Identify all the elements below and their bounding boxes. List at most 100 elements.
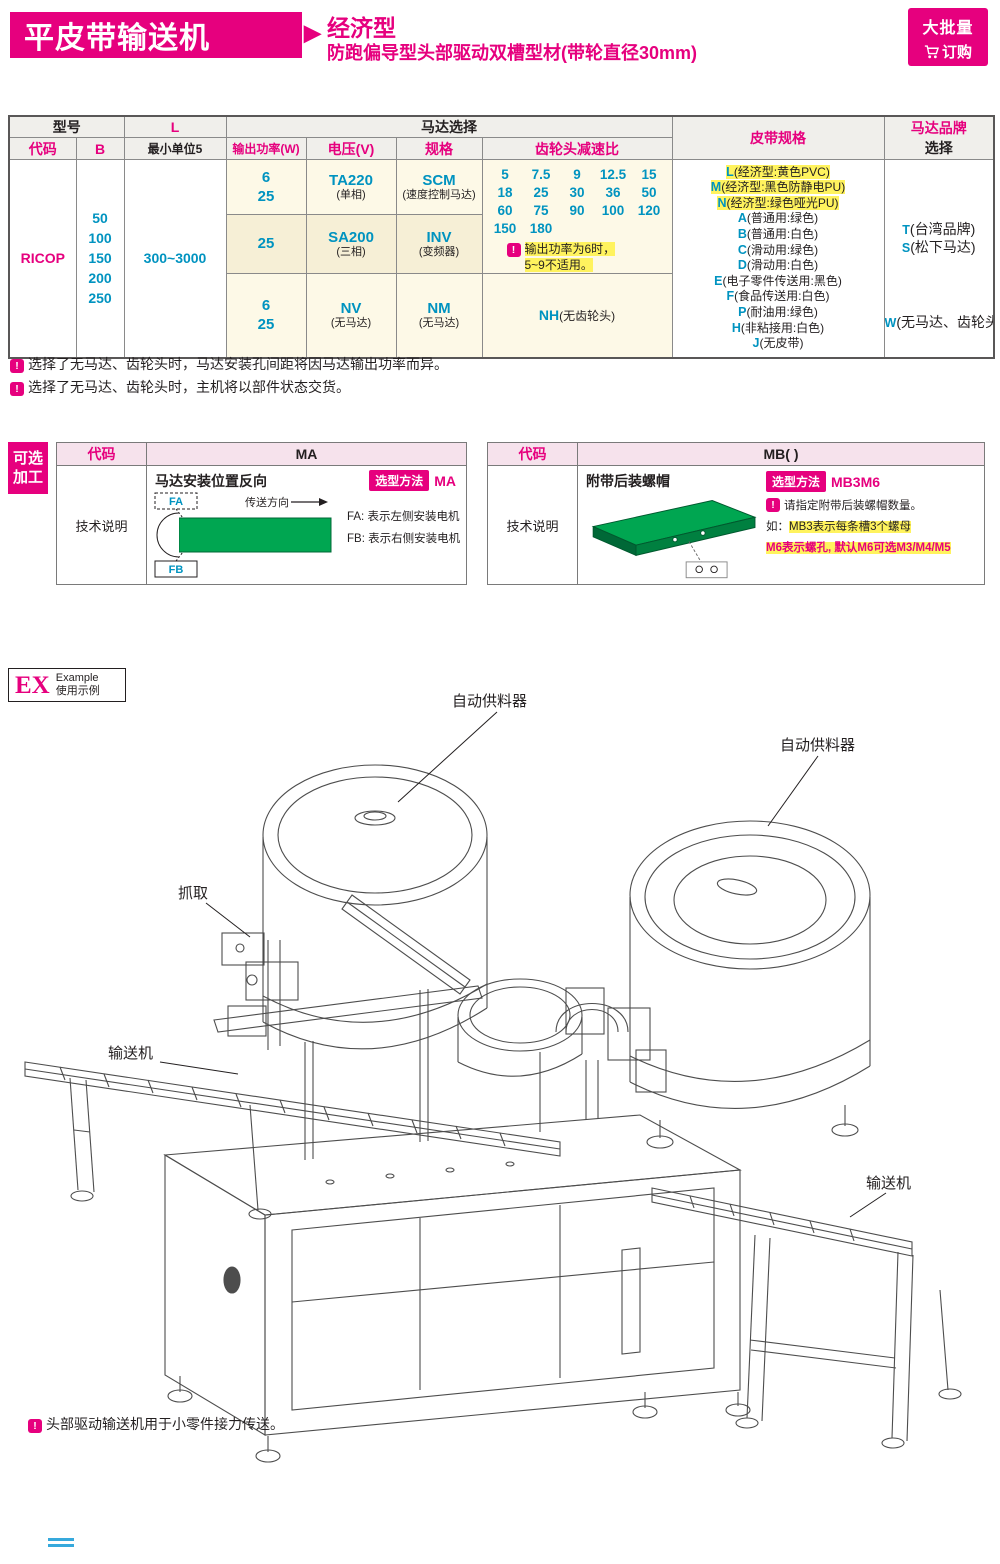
gear-value: 9 (573, 167, 581, 182)
code-value: MA (295, 446, 318, 462)
header-brand: 马达品牌 选择 (883, 115, 995, 160)
fb-label: FB (169, 564, 184, 576)
header-l-sub: 最小单位5 (123, 137, 227, 160)
panel-mb-content: 附带后装螺帽 选型方法 MB3M6 (578, 466, 984, 584)
belt-option: P(耐油用:绿色) (673, 305, 883, 321)
belt-desc: (食品传送用:白色) (734, 289, 830, 304)
title-banner: 平皮带输送机 (10, 12, 302, 58)
belt-option: A(普通用:绿色) (673, 211, 883, 227)
example-labels: Example 使用示例 (56, 672, 100, 698)
voltage-note: (无马达) (330, 317, 372, 330)
gear-value: 36 (605, 185, 621, 200)
fb-description: FB: 表示右侧安装电机 (347, 533, 461, 545)
ex-mark: EX (15, 671, 50, 699)
mb-notes: 选型方法 MB3M6 ! 请指定附带后装螺帽数量。 如：MB3表示每条槽3个螺母… (766, 471, 982, 555)
gear-value: 180 (529, 221, 553, 236)
mb-note2-prefix: 如： (766, 521, 789, 533)
belt-option: C(滑动用:绿色) (673, 243, 883, 259)
brand-code: T (902, 223, 910, 238)
voltage-value: SA200 (328, 228, 374, 246)
power-value: 6 (261, 297, 271, 315)
mb-note2-text: MB3表示每条槽3个螺母 (789, 521, 912, 533)
gear-value: 7.5 (531, 167, 551, 182)
panel-mb: 代码 MB( ) 技术说明 附带后装螺帽 (487, 442, 985, 585)
voltage-note: (三相) (336, 245, 366, 258)
mb-method: 选型方法 MB3M6 (766, 471, 982, 492)
header-model: 型号 (8, 115, 125, 138)
power-value: 6 (261, 168, 271, 186)
note-icon: ! (10, 359, 24, 373)
header-b: B (75, 137, 125, 160)
spec-value: INV (426, 228, 452, 246)
motor-brand-cell: T(台湾品牌) S(松下马达) W(无马达、齿轮头) (883, 159, 995, 358)
page-footer-mark (48, 1538, 74, 1550)
note-icon: ! (10, 382, 24, 396)
belt-desc: (经济型:黑色防静电PU) (721, 180, 846, 195)
direction-label: 传送方向 (245, 495, 289, 509)
belt-code: D (737, 258, 747, 273)
spec-cell: NM (无马达) (395, 273, 483, 358)
example-label-cn: 使用示例 (55, 685, 100, 697)
gear-value: 25 (533, 185, 549, 200)
note-icon: ! (766, 498, 780, 512)
belt-desc: (普通用:绿色) (746, 211, 819, 226)
brand-option: T(台湾品牌) (885, 221, 993, 239)
series-type-label: 经济型 (327, 15, 396, 41)
code-label: 代码 (488, 443, 578, 465)
b-values-cell: 50 100 150 200 250 (75, 159, 125, 358)
belt-code: M (710, 180, 722, 195)
brand-desc: (无马达、齿轮头) (896, 314, 994, 331)
gear-value: 75 (533, 203, 549, 218)
fa-description: FA: 表示左侧安装电机 (347, 511, 460, 523)
bulk-order-badge[interactable]: 大批量 订购 (908, 8, 988, 66)
belt-code: H (731, 320, 741, 335)
table-note-1: !选择了无马达、齿轮头时，马达安装孔间距将因马达输出功率而异。 (10, 354, 448, 374)
code-label: 代码 (57, 443, 147, 465)
brand-desc: (松下马达) (910, 239, 976, 256)
belt-desc: (无皮带) (759, 336, 804, 351)
label-conveyor-left: 输送机 (108, 1045, 153, 1062)
belt-desc: (经济型:绿色哑光PU) (726, 195, 839, 210)
header-brand-line1: 马达品牌 (910, 120, 967, 136)
belt-code: E (714, 273, 723, 288)
gear-value: 18 (497, 185, 513, 200)
belt-code: A (737, 211, 747, 226)
power-cell: 25 (225, 213, 307, 275)
power-cell: 6 25 (225, 273, 307, 358)
mb-note3-text: M6表示螺孔, 默认M6可选M3/M4/M5 (766, 542, 951, 554)
spec-value: SCM (422, 171, 456, 189)
belt-code: B (737, 227, 747, 242)
power-value: 25 (257, 235, 275, 253)
ma-method: 选型方法 MA (369, 470, 456, 491)
belt-code: F (726, 289, 735, 304)
brand-code: W (884, 316, 897, 331)
header-l: L (123, 115, 227, 138)
panel-ma-header: 代码 MA (57, 443, 466, 466)
brand-desc: (台湾品牌) (909, 221, 976, 238)
brand-options: T(台湾品牌) S(松下马达) (885, 221, 993, 257)
belt-code: J (752, 336, 760, 351)
method-value: MA (434, 472, 456, 489)
gear-ratio-grid: 5 7.5 9 12.5 15 18 25 30 36 50 60 75 90 … (487, 167, 667, 236)
b-value: 150 (88, 250, 112, 267)
tech-label: 技术说明 (57, 466, 147, 584)
gear-value: 12.5 (599, 167, 627, 182)
b-value: 50 (92, 210, 108, 227)
example-label-en: Example (55, 672, 99, 684)
voltage-note: (单相) (336, 188, 366, 201)
voltage-cell: SA200 (三相) (305, 213, 397, 275)
belt-option: F(食品传送用:白色) (673, 289, 883, 305)
mb-note1-text: 请指定附带后装螺帽数量。 (784, 500, 922, 512)
cart-icon (924, 44, 939, 58)
method-value: MB3M6 (831, 473, 881, 490)
header-gear: 齿轮头减速比 (481, 137, 673, 160)
method-badge: 选型方法 (766, 471, 827, 492)
voltage-cell: TA220 (单相) (305, 159, 397, 215)
mb-note-3: M6表示螺孔, 默认M6可选M3/M4/M5 (766, 539, 982, 555)
table-note-2: !选择了无马达、齿轮头时，主机将以部件状态交货。 (10, 377, 350, 397)
voltage-value: NV (340, 300, 362, 318)
belt-desc: (普通用:白色) (746, 227, 819, 242)
belt-desc: (经济型:黄色PVC) (733, 164, 830, 179)
example-note: !头部驱动输送机用于小零件接力传送。 (28, 1414, 284, 1434)
label-feeder-2: 自动供料器 (780, 737, 855, 754)
